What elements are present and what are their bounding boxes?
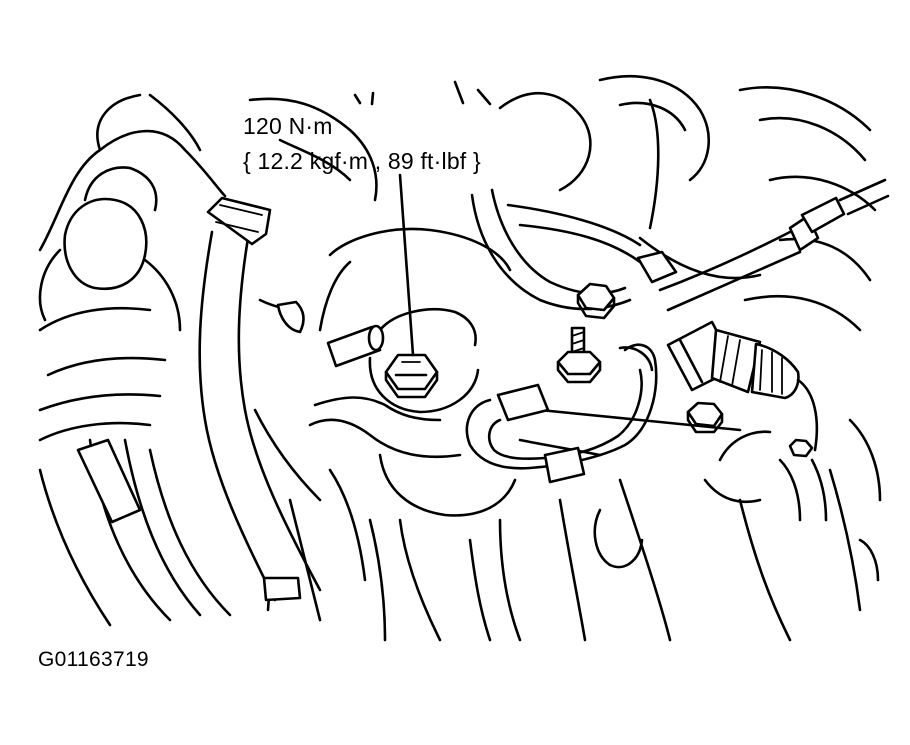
right-bolts bbox=[686, 401, 828, 522]
upper-engine-contours bbox=[38, 74, 877, 412]
lower-right-structure bbox=[558, 418, 882, 642]
vacuum-tubes bbox=[470, 98, 890, 312]
lower-left-structure bbox=[253, 408, 387, 642]
hose-loop bbox=[465, 343, 658, 484]
radiator-hose bbox=[198, 196, 322, 612]
electrical-connector bbox=[666, 320, 819, 452]
torque-spec-nm: 120 N·m bbox=[243, 113, 333, 139]
figure-code: G01163719 bbox=[38, 648, 149, 671]
callout-leader-line bbox=[398, 173, 415, 357]
mount-bolt bbox=[384, 353, 439, 399]
stud-and-nut bbox=[556, 326, 602, 384]
left-pulley-assembly bbox=[38, 197, 232, 627]
upper-right-bolt bbox=[576, 282, 616, 320]
engine-mount-bracket bbox=[308, 227, 742, 642]
sensor-fitting bbox=[326, 324, 385, 368]
torque-spec-alt-units: { 12.2 kgf·m , 89 ft·lbf } bbox=[243, 148, 481, 174]
